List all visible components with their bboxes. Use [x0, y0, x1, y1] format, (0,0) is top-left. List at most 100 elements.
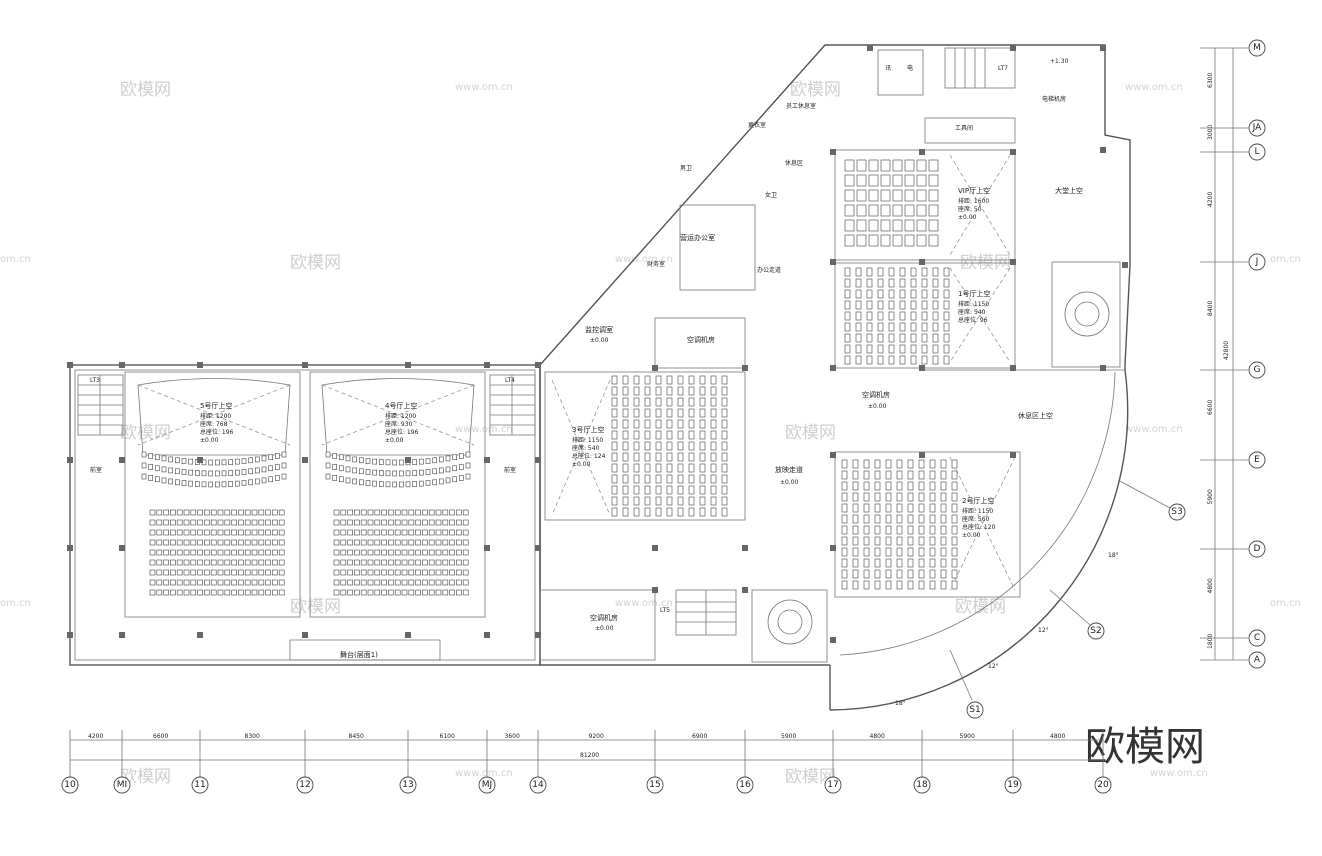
seat [401, 539, 408, 546]
seat [367, 559, 374, 566]
seat [896, 514, 903, 524]
curve-axis-s1: S1 [969, 705, 980, 715]
seat [943, 289, 950, 299]
seat [844, 289, 851, 299]
dim-segment: 6300 [1207, 73, 1214, 88]
seat [156, 559, 163, 566]
seat [688, 375, 695, 385]
hall-4-spacing: 排距: 1200 [385, 412, 416, 420]
seat [904, 204, 915, 217]
seat [896, 580, 903, 590]
watermark-url: www.om.cn [615, 254, 673, 265]
axis-label: 16 [739, 780, 751, 790]
seat [340, 529, 347, 536]
seat [340, 539, 347, 546]
elevator-room-label: 电梯机房 [1042, 95, 1066, 103]
seat [677, 474, 684, 484]
seat [422, 549, 428, 556]
seat [181, 458, 187, 464]
seat [204, 569, 210, 576]
watermark-url: www.om.cn [455, 424, 513, 435]
structural-column [1100, 147, 1106, 153]
seat [888, 267, 895, 277]
seat [462, 549, 469, 556]
seat [699, 452, 706, 462]
seat [666, 419, 673, 429]
seat [910, 311, 917, 321]
seat [278, 519, 285, 526]
seat [170, 559, 176, 566]
seat [374, 529, 381, 536]
seat [910, 355, 917, 365]
seat [688, 474, 695, 484]
dim-segment: 8450 [349, 733, 364, 740]
seat [388, 569, 394, 576]
office-corridor-label: 办公走道 [757, 266, 781, 274]
seat [880, 189, 891, 202]
seat [352, 478, 357, 485]
seat [445, 455, 451, 462]
seat [611, 397, 618, 407]
seat [921, 355, 928, 365]
seat [272, 519, 278, 526]
curve-axes: S3 S2 S1 18° 12° 12° 18° [895, 479, 1186, 719]
seat [888, 300, 895, 310]
structural-column [119, 545, 125, 551]
seat [367, 519, 374, 526]
seat [265, 579, 271, 586]
seat [904, 234, 915, 247]
hall-2-level: ±0.00 [962, 532, 981, 539]
seat [940, 470, 947, 480]
seat [855, 311, 862, 321]
seat [374, 539, 381, 546]
seat [929, 536, 936, 546]
seat [932, 333, 939, 343]
seat [156, 579, 163, 586]
seat [449, 529, 455, 536]
seat [655, 507, 662, 517]
seat [148, 475, 153, 481]
dim-segment: 8400 [1207, 301, 1214, 316]
seat [892, 234, 903, 247]
seat [721, 441, 728, 451]
seat [388, 509, 394, 516]
seat [347, 579, 353, 586]
seat [435, 569, 442, 576]
seat [148, 453, 153, 459]
seat [644, 485, 651, 495]
seat [844, 355, 851, 365]
seat [896, 525, 903, 535]
seat [462, 539, 469, 546]
dim-segment: 3600 [505, 733, 520, 740]
seat [710, 419, 717, 429]
axis-bubble [1248, 629, 1266, 647]
seat [932, 344, 939, 354]
seat [866, 322, 873, 332]
seat [721, 419, 728, 429]
seat [156, 539, 163, 546]
seat [258, 539, 265, 546]
seat [422, 569, 428, 576]
structural-column [1100, 45, 1106, 51]
seat [339, 476, 344, 483]
seat [622, 463, 629, 473]
seat [932, 289, 939, 299]
seat [721, 496, 728, 506]
seat [951, 459, 958, 469]
seat [896, 503, 903, 513]
seat [148, 464, 153, 470]
seat [176, 539, 183, 546]
seat [161, 466, 167, 473]
structural-column [830, 259, 836, 265]
seat [699, 485, 706, 495]
seat [888, 355, 895, 365]
seat [394, 549, 401, 556]
seat [666, 430, 673, 440]
seat [866, 278, 873, 288]
seat [863, 580, 870, 590]
seat [333, 579, 340, 586]
seat [852, 580, 859, 590]
seat [374, 579, 381, 586]
seat [918, 503, 925, 513]
axis-bubble [399, 776, 417, 794]
